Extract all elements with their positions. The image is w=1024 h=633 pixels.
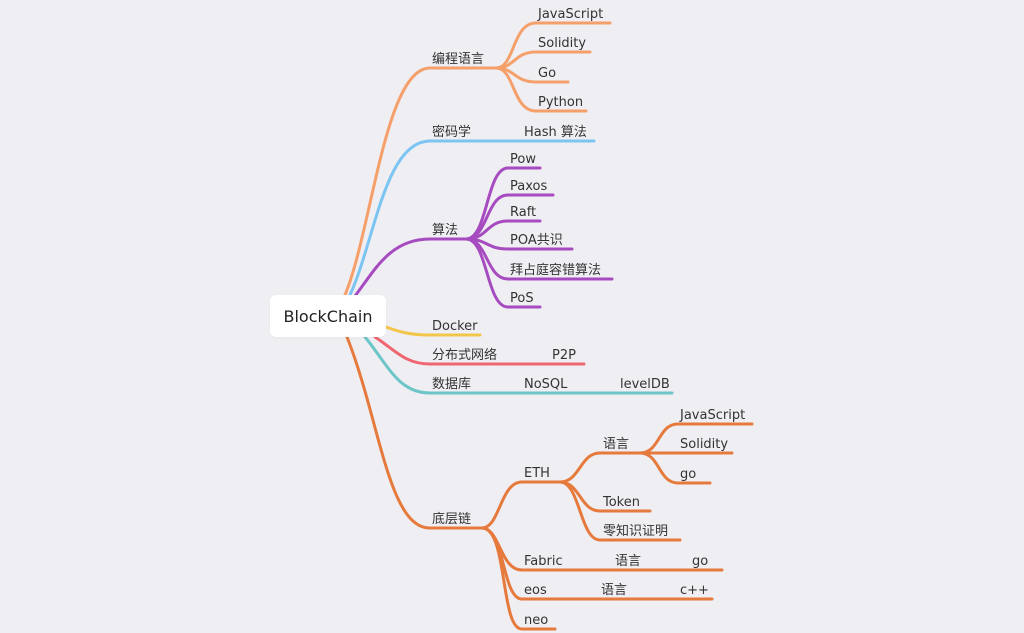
connector-root-to-lang (343, 66, 432, 297)
branch-p2p (373, 335, 586, 366)
node-fabric[interactable]: Fabric (524, 554, 563, 569)
node-cryptography[interactable]: 密码学 (432, 124, 471, 140)
node-algo-paxos[interactable]: Paxos (510, 179, 547, 194)
node-base-chain[interactable]: 底层链 (432, 511, 471, 527)
node-algo-pow[interactable]: Pow (510, 152, 536, 167)
connector-lang-javascript (494, 21, 538, 70)
connector-eth-zk (558, 480, 602, 542)
node-leveldb[interactable]: levelDB (620, 377, 670, 392)
node-lang-javascript[interactable]: JavaScript (537, 7, 603, 22)
node-programming-languages[interactable]: 编程语言 (432, 52, 484, 67)
node-lang-go[interactable]: Go (538, 66, 556, 81)
connector-eth-lang-go (638, 451, 680, 485)
node-p2p[interactable]: P2P (552, 348, 576, 363)
connector-chain-eth (480, 480, 524, 530)
connector-chain-neo (480, 526, 524, 631)
node-algo-raft[interactable]: Raft (510, 205, 536, 220)
branch-algorithms (353, 166, 614, 309)
connector-root-to-p2p (373, 335, 432, 366)
node-eth-solidity[interactable]: Solidity (680, 437, 728, 452)
connector-eth-lang (558, 451, 602, 484)
node-fabric-go[interactable]: go (692, 554, 708, 569)
connector-eth-lang-javascript (638, 422, 680, 455)
node-lang-python[interactable]: Python (538, 95, 583, 110)
connector-algo-pos (464, 237, 510, 309)
root-node-label: BlockChain (283, 306, 373, 326)
node-nosql[interactable]: NoSQL (524, 377, 568, 392)
node-eth-language[interactable]: 语言 (603, 437, 629, 452)
node-eth[interactable]: ETH (524, 466, 550, 481)
node-fabric-language[interactable]: 语言 (615, 554, 641, 569)
node-eos-language[interactable]: 语言 (601, 583, 627, 598)
connector-root-to-chain (345, 335, 432, 530)
node-zero-knowledge-proof[interactable]: 零知识证明 (603, 523, 668, 539)
connector-root-to-docker (384, 325, 432, 337)
branch-docker (384, 325, 482, 337)
node-eos[interactable]: eos (524, 583, 547, 598)
root-node-blockchain[interactable]: BlockChain (270, 295, 386, 337)
node-algo-pos[interactable]: PoS (510, 291, 534, 306)
node-algo-bft[interactable]: 拜占庭容错算法 (510, 262, 601, 278)
connector-root-to-algo (353, 237, 432, 298)
branch-programming-languages (343, 21, 612, 297)
node-neo[interactable]: neo (524, 613, 548, 628)
node-algo-poa[interactable]: POA共识 (510, 233, 563, 248)
node-lang-solidity[interactable]: Solidity (538, 36, 586, 51)
node-eth-javascript[interactable]: JavaScript (679, 408, 745, 423)
node-database[interactable]: 数据库 (432, 376, 471, 392)
connector-root-to-crypto (348, 139, 432, 297)
node-eos-cpp[interactable]: c++ (680, 583, 709, 598)
node-hash-algorithm[interactable]: Hash 算法 (524, 125, 587, 140)
connector-root-to-db (363, 335, 432, 395)
branch-base-chain (345, 335, 754, 631)
node-eth-go[interactable]: go (680, 467, 696, 482)
node-algorithms[interactable]: 算法 (432, 223, 458, 238)
node-docker[interactable]: Docker (432, 319, 478, 334)
branch-cryptography (348, 139, 596, 297)
node-token[interactable]: Token (602, 495, 640, 510)
connector-lang-python (494, 66, 538, 113)
branch-database (363, 335, 674, 395)
node-distributed-network[interactable]: 分布式网络 (432, 347, 497, 363)
